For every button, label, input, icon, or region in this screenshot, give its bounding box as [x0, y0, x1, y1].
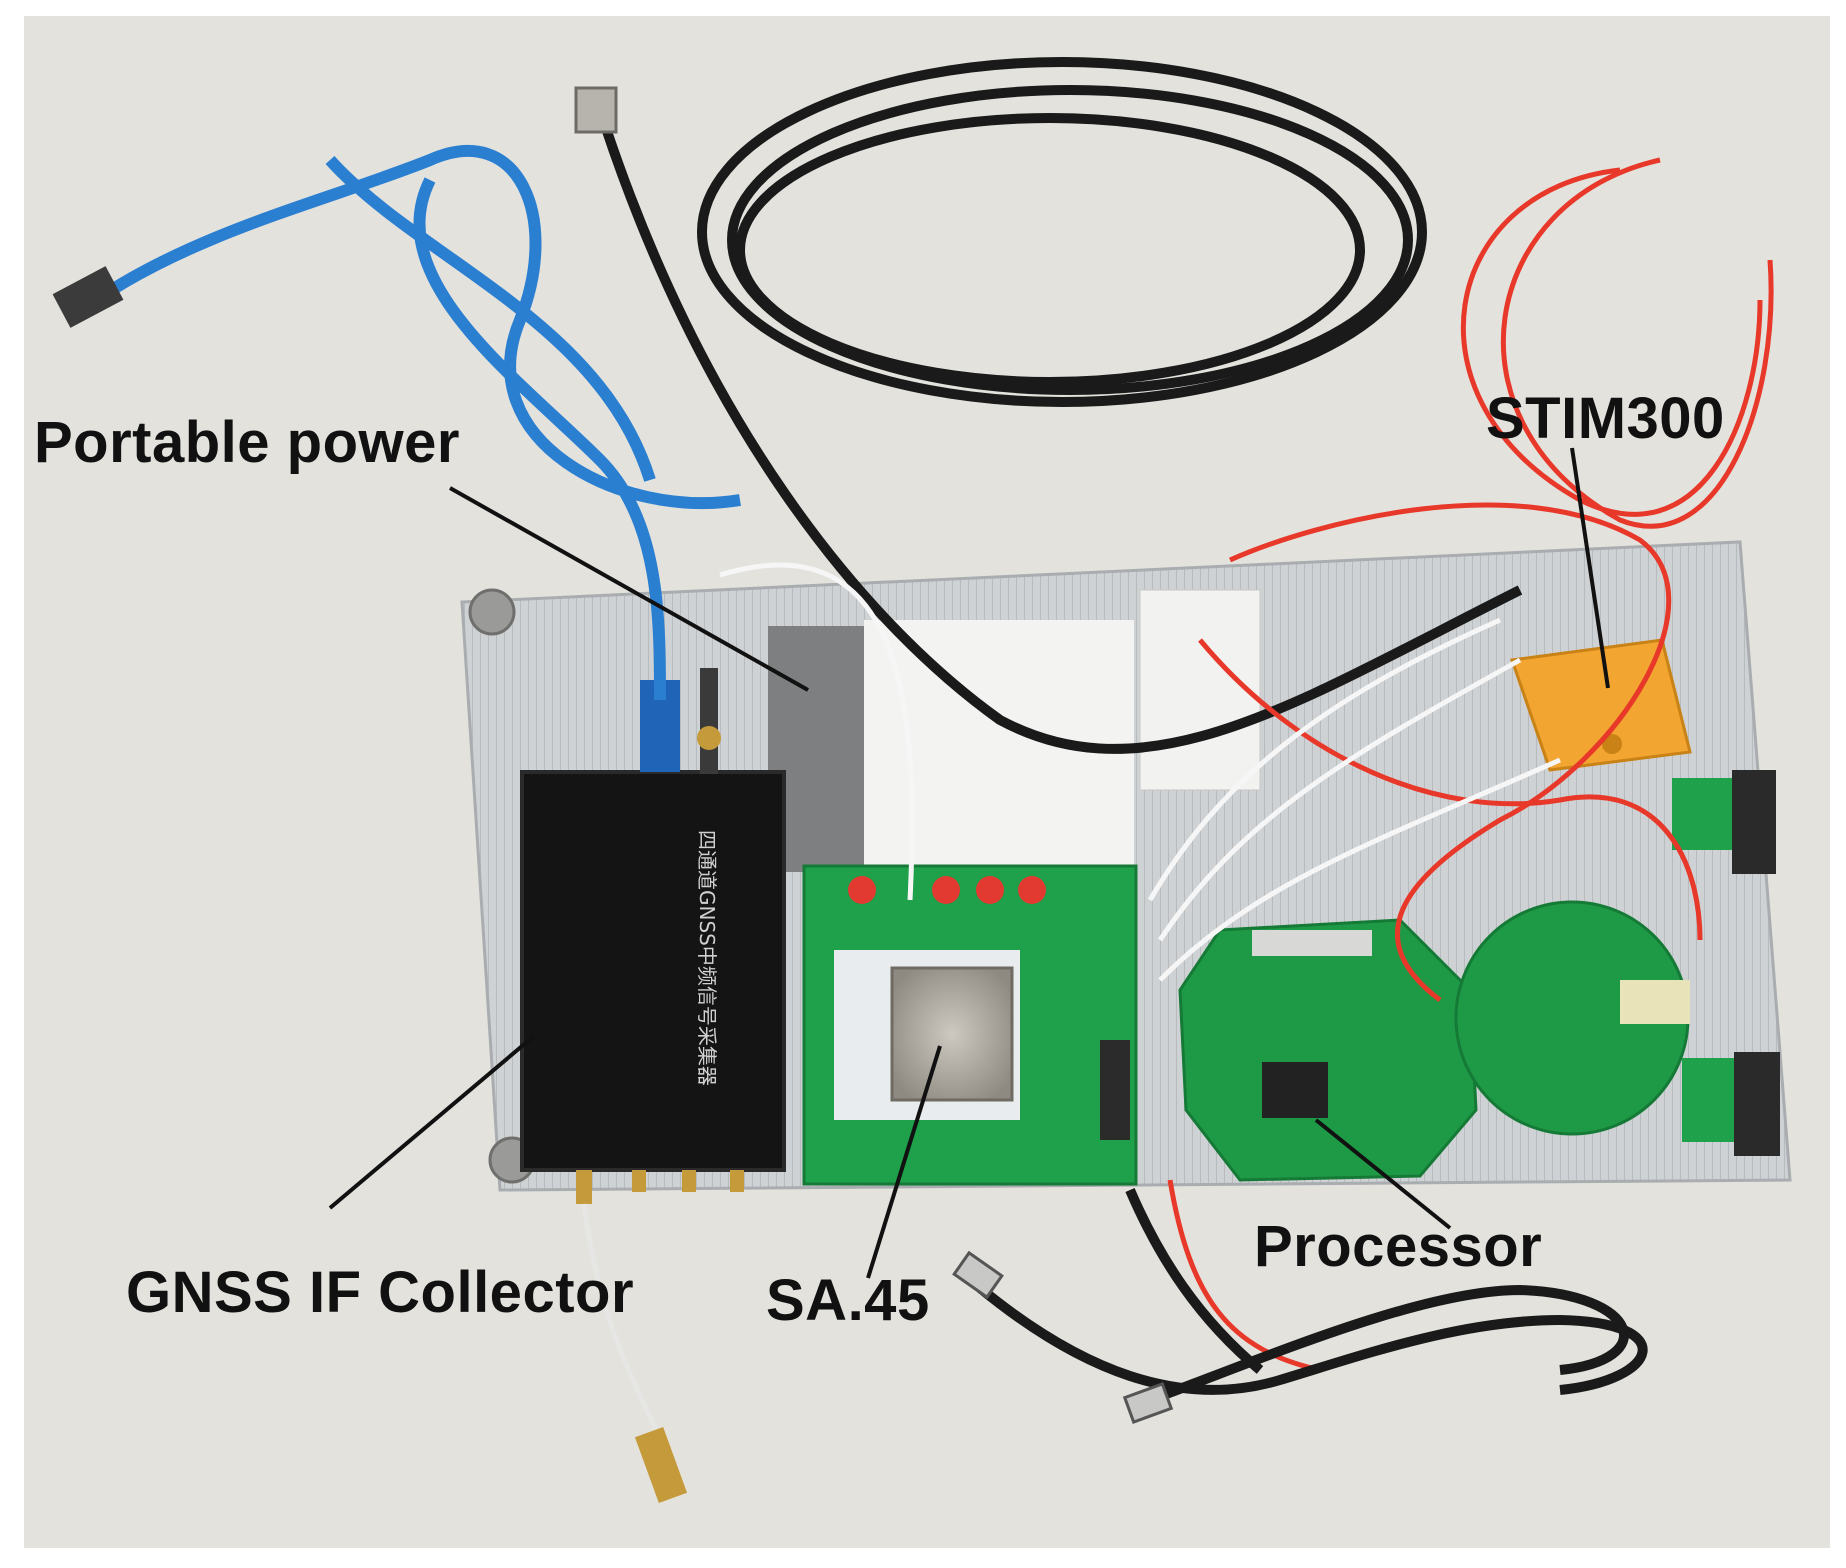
- blue-usb-cable: [52, 145, 741, 701]
- pointer-portable-power: [449, 486, 809, 692]
- imu-interface-board: [1454, 770, 1780, 1156]
- pointer-sa45: [866, 1045, 942, 1279]
- sa45-board: [802, 864, 1138, 1186]
- svg-text:四通道GNSS中频信号采集器: 四通道GNSS中频信号采集器: [695, 830, 719, 1086]
- label-processor: Processor: [1254, 1214, 1543, 1279]
- red-wires: [1167, 157, 1774, 1373]
- pointer-processor: [1314, 1118, 1452, 1230]
- processor-board: [1178, 918, 1478, 1182]
- gnss-if-collector-box: 四通道GNSS中频信号采集器: [520, 668, 786, 1204]
- antenna-coax: [581, 1203, 688, 1504]
- label-portable-power: Portable power: [34, 410, 460, 475]
- label-stim300: STIM300: [1486, 386, 1725, 451]
- label-sa45: SA.45: [766, 1268, 930, 1333]
- white-wires: [719, 562, 1562, 982]
- black-cable: [574, 57, 1523, 754]
- stim300-imu: [1509, 638, 1692, 772]
- pointer-gnss-if-collector: [328, 1034, 536, 1210]
- pointer-stim300: [1570, 447, 1610, 689]
- annotation-pointers: [328, 447, 1610, 1279]
- lower-usb-cables: [952, 1188, 1648, 1424]
- label-gnss-if-collector: GNSS IF Collector: [126, 1260, 635, 1325]
